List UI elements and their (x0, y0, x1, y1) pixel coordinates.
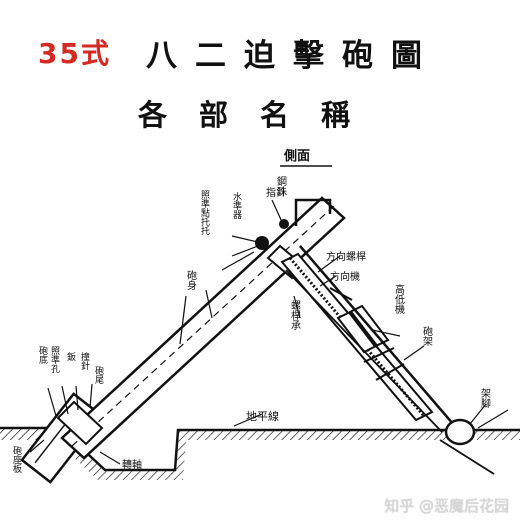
label-direction-machine: 方向機 (330, 270, 360, 283)
label-base-plate: 砲座板 (11, 445, 22, 474)
label-feet: 架腳 (479, 388, 491, 409)
label-breech: 砲尾 (93, 365, 104, 385)
label-base-b: 照準孔 (49, 346, 60, 374)
label-base-a: 砲底 (37, 345, 48, 365)
label-level: 水準器 (231, 191, 242, 219)
page-subtitle: 各部名稱 (138, 98, 383, 132)
label-screw-arm: 螺桿承 (289, 300, 301, 330)
label-pivot: 轉軸 (122, 458, 142, 471)
label-ball: 鋼珠 (275, 175, 287, 197)
label-tray-group: 照準點托托 (199, 190, 210, 235)
bipod-legs (285, 245, 461, 433)
label-base-c: 鈑 (65, 351, 76, 362)
bipod-foot (439, 418, 495, 475)
barrel (56, 196, 346, 460)
label-base-d: 撞針 (79, 351, 90, 371)
title-line: 35式 八二迫擊砲圖 (0, 28, 523, 74)
leader-lines (29, 199, 509, 465)
page-title: 八二迫擊砲圖 (146, 38, 440, 74)
label-direction-screw: 方向螺桿 (326, 250, 366, 263)
label-ground-line: 地平線 (246, 409, 279, 423)
label-barrel: 砲身 (185, 269, 197, 291)
label-pointer: 指針 (266, 186, 286, 199)
watermark: 知乎 @恶魔后花园 (384, 497, 509, 515)
label-elevation-machine: 高低機 (393, 283, 405, 315)
title-prefix: 35式 (38, 37, 111, 70)
label-side-view: 側面 (283, 148, 310, 164)
label-legs: 砲架 (421, 325, 433, 347)
